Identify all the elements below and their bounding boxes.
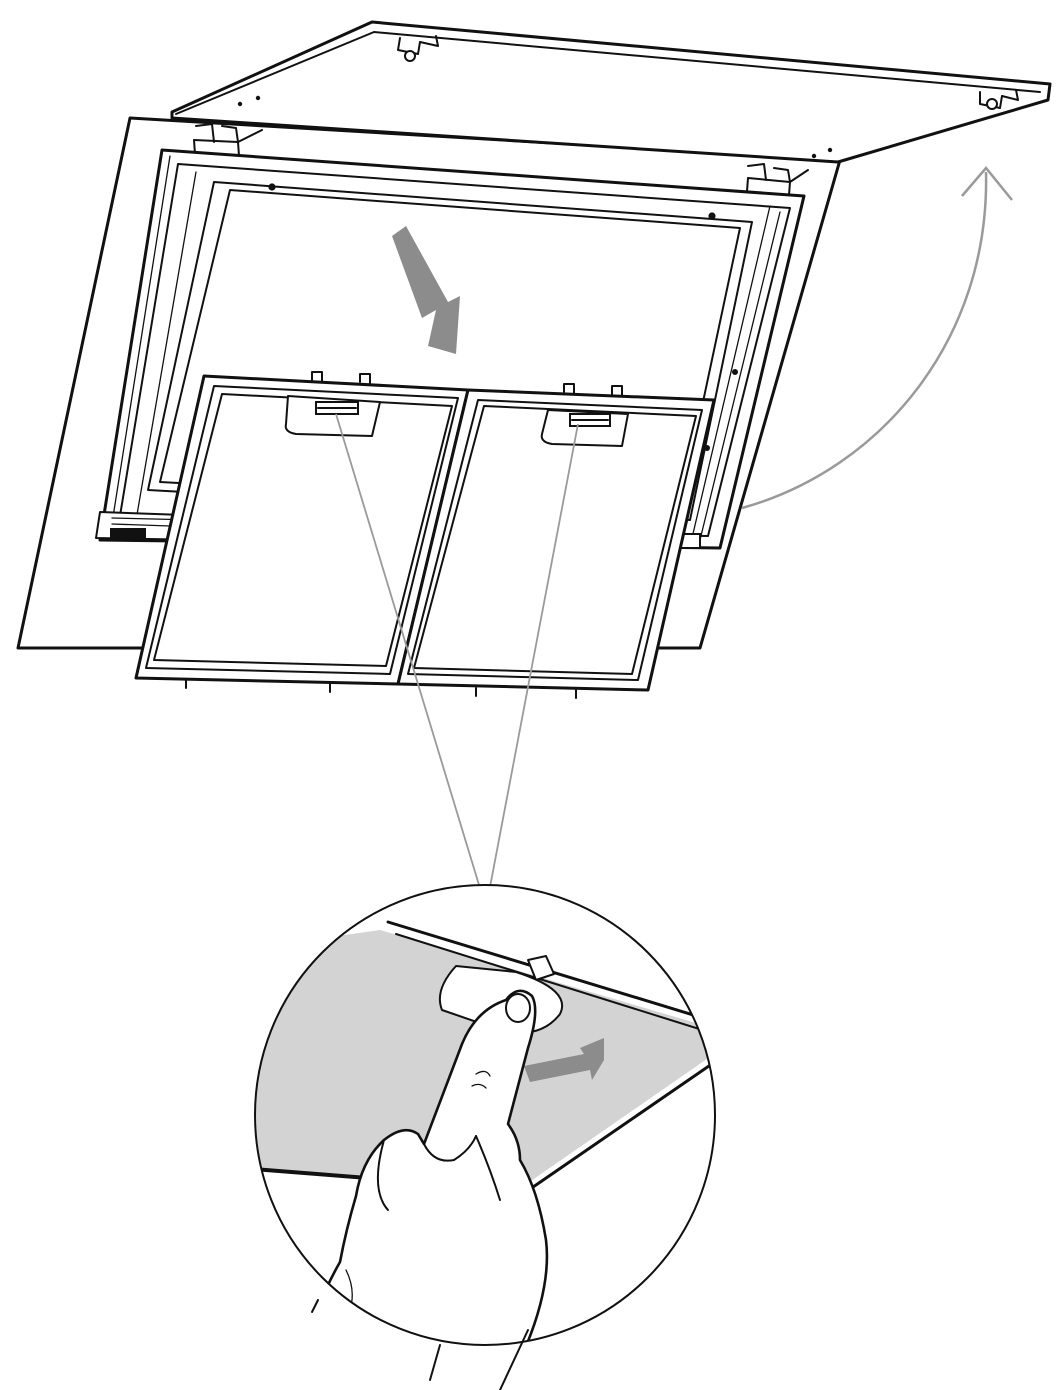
wrist: [311, 1299, 529, 1390]
top-cover-lid: [170, 20, 1052, 164]
push-in-direction-arrow: [392, 226, 460, 354]
slide-direction-arrow: [524, 1038, 604, 1082]
lid-pad-left: [397, 35, 439, 62]
lid-pad-right: [979, 89, 1019, 110]
filter-handle-latch-right: [540, 409, 629, 447]
open-cover-arc-arrow: [741, 166, 1013, 510]
finger-pressing-latch: [298, 989, 549, 1345]
detail-magnifier: [254, 884, 716, 1346]
detail-guide-lines: [335, 413, 579, 909]
grease-filter-left: [134, 371, 470, 686]
filter-handle-latch-left: [284, 395, 381, 437]
